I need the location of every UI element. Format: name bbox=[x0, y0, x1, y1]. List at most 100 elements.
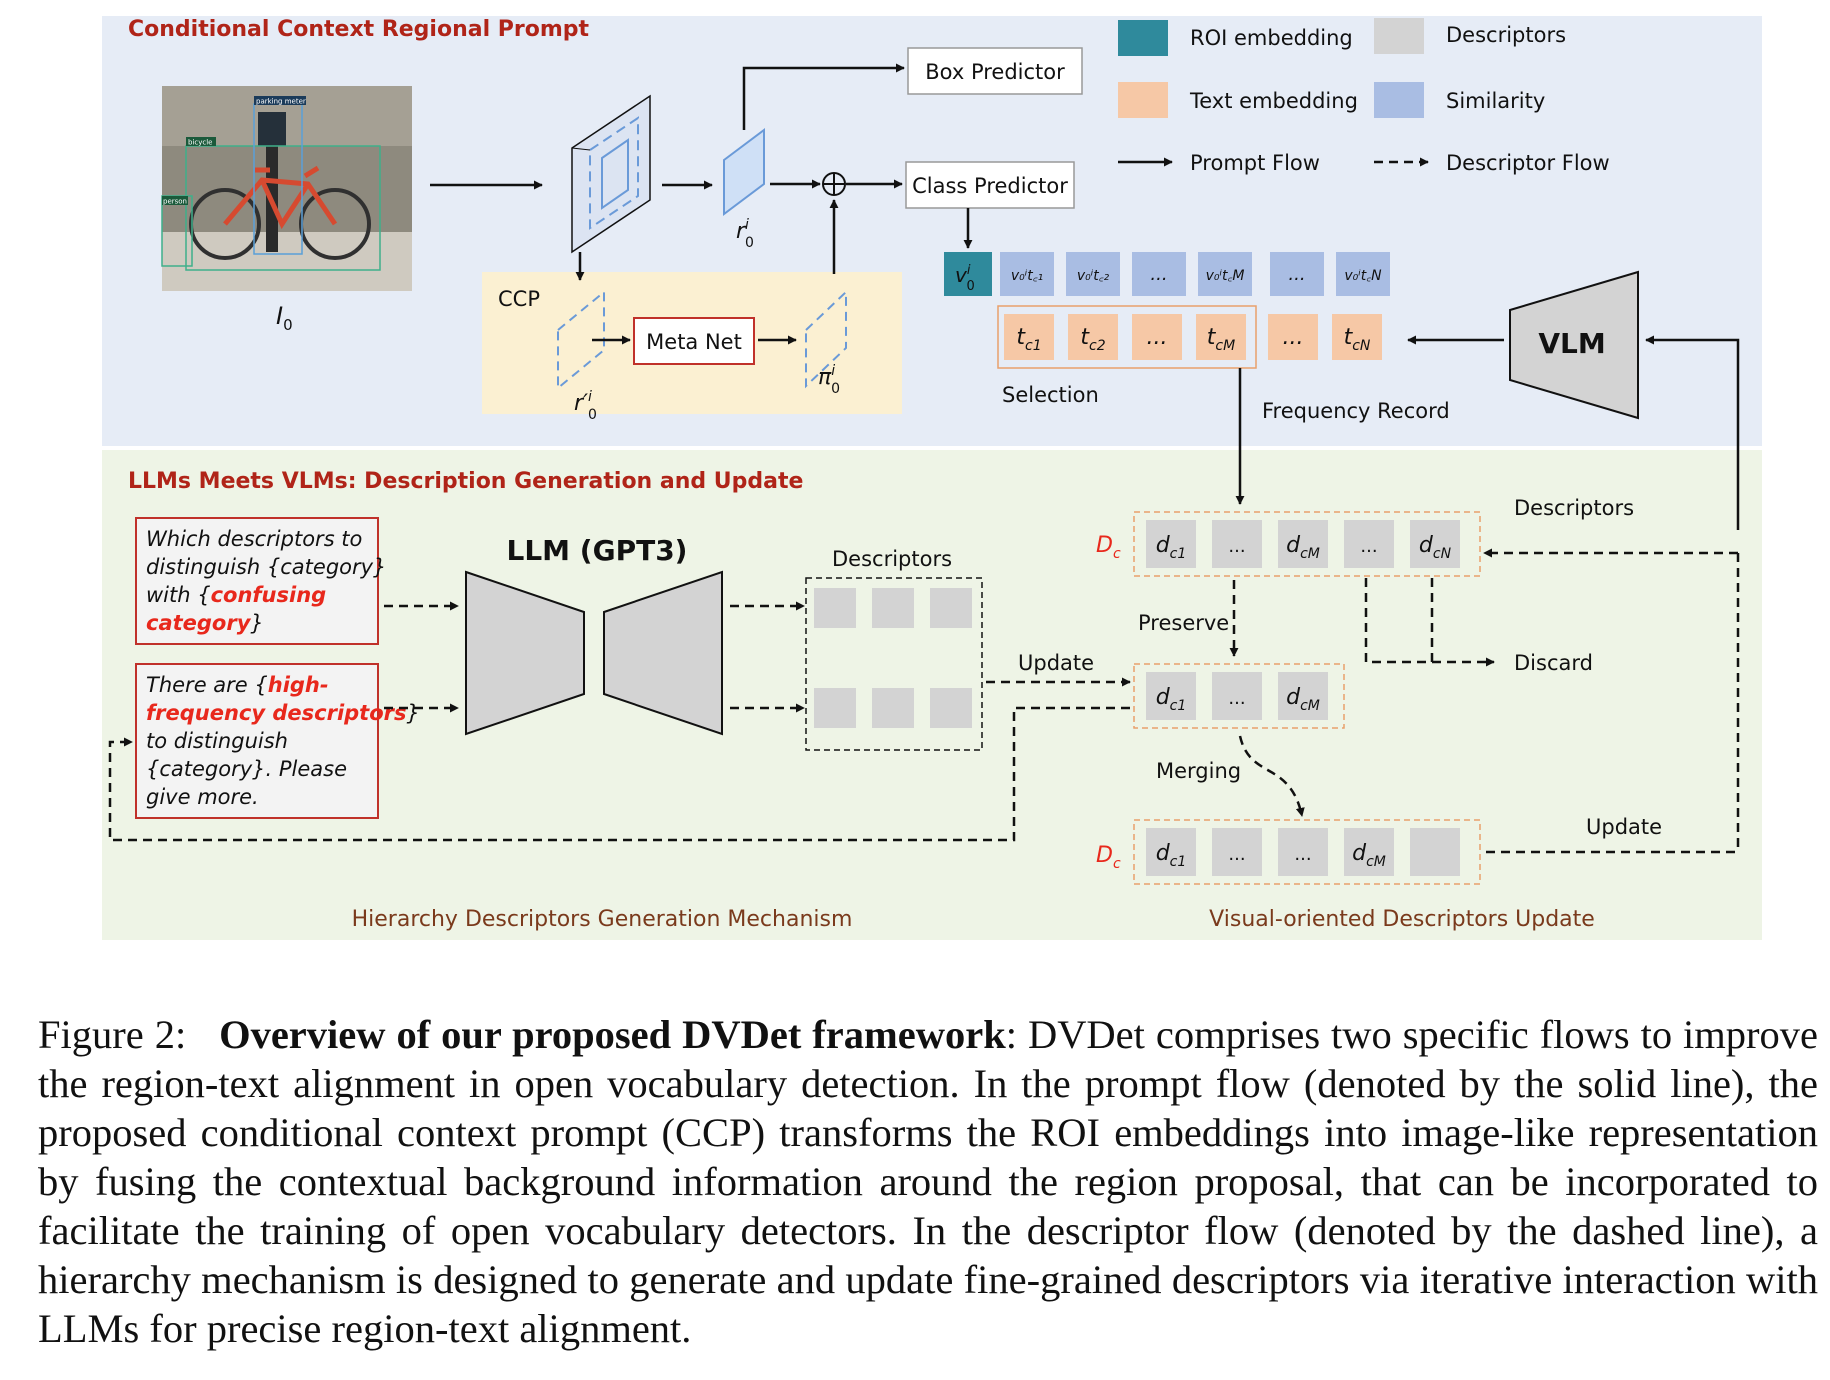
meta-net bbox=[633, 317, 755, 365]
descriptor-cell bbox=[1278, 672, 1328, 720]
prompt1-line4: category} bbox=[146, 611, 264, 635]
descriptor-label: ... bbox=[1228, 844, 1245, 865]
legend-roi-swatch bbox=[1118, 20, 1168, 56]
photo-person-tag-bg bbox=[162, 196, 188, 205]
frequency-record-label: Frequency Record bbox=[1262, 399, 1450, 423]
photo-bike-rear-wheel bbox=[189, 188, 261, 260]
legend-roi-label: ROI embedding bbox=[1190, 26, 1353, 50]
legend-descriptors-label: Descriptors bbox=[1446, 23, 1566, 47]
selection-label: Selection bbox=[1002, 383, 1099, 407]
vlm-shape bbox=[1509, 270, 1639, 420]
legend-descriptor-flow-label: Descriptor Flow bbox=[1446, 151, 1610, 175]
similarity-cell-label: ... bbox=[1150, 264, 1167, 285]
dc-updated-frame bbox=[1133, 819, 1481, 885]
descriptor-cell bbox=[1344, 520, 1394, 568]
text-embedding-label: tcN bbox=[1344, 325, 1371, 354]
descriptor-cell bbox=[1212, 672, 1262, 720]
descriptors-to-vlm-label: Descriptors bbox=[1514, 496, 1634, 520]
update-mid-label: Update bbox=[1018, 651, 1094, 675]
update-bottom-label: Update bbox=[1586, 815, 1662, 839]
caption-bold: Overview of our proposed DVDet framework bbox=[219, 1012, 1006, 1057]
backbone-feature-block bbox=[571, 94, 651, 254]
caption-lead: Figure 2: bbox=[38, 1012, 187, 1057]
prompt1-line1: Which descriptors to bbox=[146, 527, 362, 551]
text-embedding-cell bbox=[1196, 314, 1246, 360]
prompt2-line1: There are {high- bbox=[146, 673, 329, 697]
generated-descriptors-grid bbox=[814, 588, 972, 728]
descriptor-label: dcN bbox=[1419, 533, 1452, 562]
legend-prompt-flow-label: Prompt Flow bbox=[1190, 151, 1320, 175]
roi-feature-shape bbox=[723, 128, 765, 216]
photo-parking-tag-bg bbox=[254, 96, 306, 105]
prompt2-line5: give more. bbox=[146, 785, 259, 809]
descriptor-cell bbox=[1278, 828, 1328, 876]
legend-text-label: Text embedding bbox=[1189, 89, 1358, 113]
legend-descriptors-swatch bbox=[1374, 18, 1424, 54]
descriptor-cell bbox=[1278, 520, 1328, 568]
descriptor-cell bbox=[1410, 520, 1460, 568]
photo-bicycle-tag: bicycle bbox=[188, 139, 212, 147]
selection-frame bbox=[997, 305, 1257, 369]
legend-similarity-swatch bbox=[1374, 82, 1424, 118]
descriptor-cell bbox=[1212, 520, 1262, 568]
prompt2-line3: to distinguish bbox=[146, 729, 288, 753]
similarity-cell-label: v₀ⁱt꜀M bbox=[1206, 268, 1245, 284]
prompt1-line3: with {confusing bbox=[146, 583, 326, 607]
descriptor-label: ... bbox=[1228, 688, 1245, 709]
caption-rest: : DVDet comprises two specific flows to … bbox=[38, 1012, 1819, 1351]
photo-parking-tag: parking meter bbox=[256, 98, 306, 106]
photo-bicycle-tag-bg bbox=[186, 137, 216, 146]
descriptor-label: dcM bbox=[1352, 841, 1386, 870]
descriptor-cell bbox=[1146, 520, 1196, 568]
text-embedding-label: tc1 bbox=[1016, 325, 1041, 354]
generated-descriptor bbox=[930, 688, 972, 728]
prompt2-line4: {category}. Please bbox=[146, 757, 347, 781]
descriptor-cell bbox=[1410, 828, 1460, 876]
descriptor-cell bbox=[1344, 828, 1394, 876]
arrow-descriptors-to-vlm bbox=[1645, 335, 1740, 530]
dvdet-framework-diagram: Conditional Context Regional Prompt LLMs… bbox=[102, 16, 1762, 940]
descriptor-label: dc1 bbox=[1156, 533, 1187, 562]
llm-encoder bbox=[465, 570, 585, 736]
preserve-label: Preserve bbox=[1138, 611, 1229, 635]
meta-net-label: Meta Net bbox=[646, 330, 742, 354]
descriptor-label: dcM bbox=[1286, 685, 1320, 714]
box-predictor-label: Box Predictor bbox=[925, 60, 1065, 84]
similarity-cell-label: ... bbox=[1288, 264, 1305, 285]
discard-label: Discard bbox=[1514, 651, 1593, 675]
conditional-prompt-shape bbox=[805, 289, 847, 389]
llm-decoder bbox=[603, 570, 723, 736]
merging-label: Merging bbox=[1156, 759, 1241, 783]
photo-bicycle-bbox bbox=[185, 145, 381, 271]
sum-operator bbox=[822, 172, 846, 196]
similarity-cell bbox=[1198, 252, 1252, 296]
left-footer-label: Hierarchy Descriptors Generation Mechani… bbox=[352, 907, 853, 932]
prompt-confusing-box bbox=[135, 517, 379, 645]
legend-similarity-label: Similarity bbox=[1446, 89, 1545, 113]
box-predictor bbox=[907, 47, 1083, 95]
descriptor-label: dc1 bbox=[1156, 841, 1187, 870]
photo-bike-frame bbox=[223, 165, 338, 230]
class-predictor bbox=[905, 161, 1075, 209]
prompt2-line2: frequency descriptors} bbox=[146, 701, 420, 725]
dc-top-label: Dc bbox=[1096, 533, 1121, 562]
dc-updated-row: dc1......dcM bbox=[1146, 828, 1460, 876]
similarity-cell bbox=[1132, 252, 1186, 296]
similarity-cell bbox=[1066, 252, 1120, 296]
photo-ground bbox=[162, 232, 412, 291]
input-image: parking meter bicycle person bbox=[161, 86, 412, 291]
text-embedding-cell bbox=[1332, 314, 1382, 360]
generated-descriptor bbox=[872, 688, 914, 728]
similarity-cell bbox=[1336, 252, 1390, 296]
image-label: I0 bbox=[276, 302, 293, 334]
photo-person-tag: person bbox=[163, 198, 187, 206]
figure-caption: Figure 2: Overview of our proposed DVDet… bbox=[38, 1010, 1818, 1353]
generated-descriptors-label: Descriptors bbox=[832, 547, 952, 571]
descriptor-label: dc1 bbox=[1156, 685, 1187, 714]
generated-descriptor bbox=[930, 588, 972, 628]
